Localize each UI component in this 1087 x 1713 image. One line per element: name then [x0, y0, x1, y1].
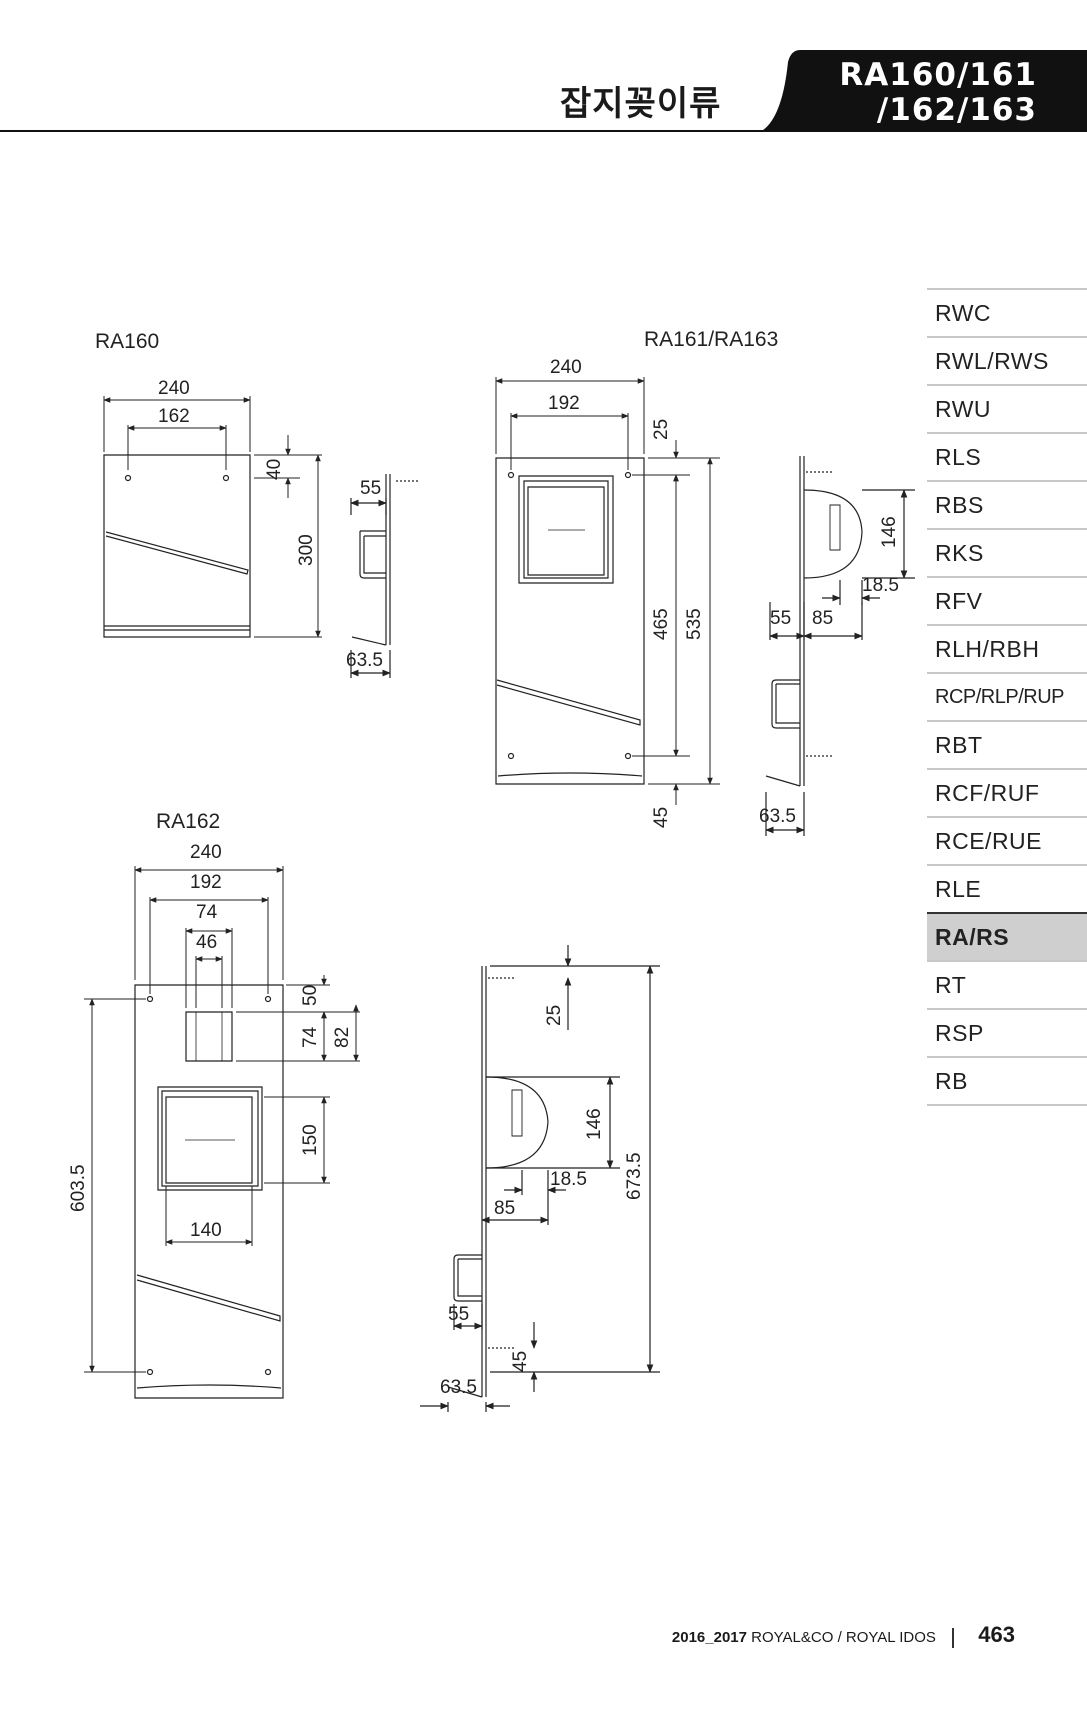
ra161-dim-holder-depth: 85 [812, 608, 833, 629]
ra160-dim-width: 240 [158, 378, 190, 399]
ra160-side-view [350, 474, 420, 678]
ra161-side-view [765, 456, 915, 836]
ra161-dim-hole-height: 465 [651, 608, 672, 640]
ra161-dim-width: 240 [550, 357, 582, 378]
ra162-dim-width: 240 [190, 842, 222, 863]
ra161-title: RA161/RA163 [644, 328, 778, 351]
ra162-dim-height: 603.5 [68, 1164, 89, 1212]
ra161-dimensions [495, 377, 720, 805]
ra160-title: RA160 [95, 330, 159, 353]
ra161-dim-holder-height: 146 [879, 516, 900, 548]
ra162-dim-side-top: 25 [544, 1005, 565, 1026]
ra162-dim-total-height: 673.5 [624, 1152, 645, 1200]
ra161-dim-holder-offset: 18.5 [862, 575, 899, 596]
page-number: 463 [978, 1622, 1015, 1647]
ra162-dim-window-height: 150 [300, 1124, 321, 1156]
page-footer: 2016_2017 ROYAL&CO / ROYAL IDOS 463 [671, 1622, 1015, 1649]
ra161-dim-lip: 63.5 [759, 806, 796, 827]
model-tab: RA160/161 /162/163 [839, 58, 1037, 128]
ra160-dim-hole-spacing: 162 [158, 406, 190, 427]
sidebar-item-rsp[interactable]: RSP [927, 1008, 1087, 1056]
sidebar-item-rt[interactable]: RT [927, 960, 1087, 1008]
ra162-dim-holder-height: 146 [584, 1108, 605, 1140]
ra160-dim-depth: 55 [360, 478, 381, 499]
ra160-dim-lip: 63.5 [346, 650, 383, 671]
sidebar-item-rlh-rbh[interactable]: RLH/RBH [927, 624, 1087, 672]
sidebar-nav: RWC RWL/RWS RWU RLS RBS RKS RFV RLH/RBH … [927, 288, 1087, 1106]
ra162-dim-box-outer: 74 [196, 902, 218, 923]
footer-separator [952, 1628, 955, 1649]
dimension-labels: RA160 240 162 40 300 55 63.5 RA161/RA163… [68, 328, 900, 1398]
sidebar-end-rule [927, 1104, 1087, 1106]
footer-years: 2016_2017 [671, 1629, 747, 1646]
ra162-side-view [420, 945, 660, 1412]
sidebar-item-rce-rue[interactable]: RCE/RUE [927, 816, 1087, 864]
sidebar-item-rbs[interactable]: RBS [927, 480, 1087, 528]
header-rule [0, 130, 1087, 132]
sidebar-item-rfv[interactable]: RFV [927, 576, 1087, 624]
sidebar-item-rks[interactable]: RKS [927, 528, 1087, 576]
ra162-dim-box-inner: 46 [196, 932, 217, 953]
sidebar-item-rwu[interactable]: RWU [927, 384, 1087, 432]
ra162-dim-window-width: 140 [190, 1220, 222, 1241]
ra160-dim-height: 300 [296, 534, 317, 566]
ra162-title: RA162 [156, 810, 220, 833]
ra161-dim-depth: 55 [770, 608, 791, 629]
sidebar-item-rwl-rws[interactable]: RWL/RWS [927, 336, 1087, 384]
ra161-dim-top-offset: 25 [651, 419, 672, 440]
ra162-dim-holder-offset: 18.5 [550, 1169, 587, 1190]
ra161-dim-bottom: 45 [651, 807, 672, 828]
ra160-dim-top-offset: 40 [264, 459, 285, 480]
sidebar-item-rle[interactable]: RLE [927, 864, 1087, 912]
sidebar-item-rwc[interactable]: RWC [927, 288, 1087, 336]
ra161-front-view [495, 457, 645, 785]
sidebar-item-ra-rs[interactable]: RA/RS [927, 912, 1087, 960]
ra161-dim-height: 535 [684, 608, 705, 640]
ra162-dim-box-total: 82 [332, 1027, 353, 1048]
ra162-dim-box-top: 50 [300, 985, 321, 1006]
ra160-dimensions [103, 396, 322, 638]
ra162-dim-box-height: 74 [300, 1026, 321, 1048]
ra162-dim-holder-depth: 85 [494, 1198, 515, 1219]
ra162-front-view [134, 984, 284, 1399]
ra162-dim-depth: 55 [448, 1304, 469, 1325]
sidebar-item-rcf-ruf[interactable]: RCF/RUF [927, 768, 1087, 816]
ra162-dim-lip: 63.5 [440, 1377, 477, 1398]
ra160-front-view [103, 454, 251, 638]
footer-brand: ROYAL&CO / ROYAL IDOS [751, 1629, 936, 1646]
ra162-dimensions [84, 866, 360, 1373]
model-tab-shape [760, 50, 1087, 132]
category-title: 잡지꽂이류 [560, 84, 722, 124]
model-tab-line1: RA160/161 [839, 57, 1037, 93]
ra161-dim-hole-spacing: 192 [548, 393, 580, 414]
sidebar-item-rcp-rlp-rup[interactable]: RCP/RLP/RUP [927, 672, 1087, 720]
ra162-dim-hole-spacing: 192 [190, 872, 222, 893]
sidebar-item-rbt[interactable]: RBT [927, 720, 1087, 768]
sidebar-item-rls[interactable]: RLS [927, 432, 1087, 480]
ra162-dim-bottom: 45 [510, 1351, 531, 1372]
sidebar-item-rb[interactable]: RB [927, 1056, 1087, 1104]
model-tab-line2: /162/163 [876, 92, 1037, 128]
